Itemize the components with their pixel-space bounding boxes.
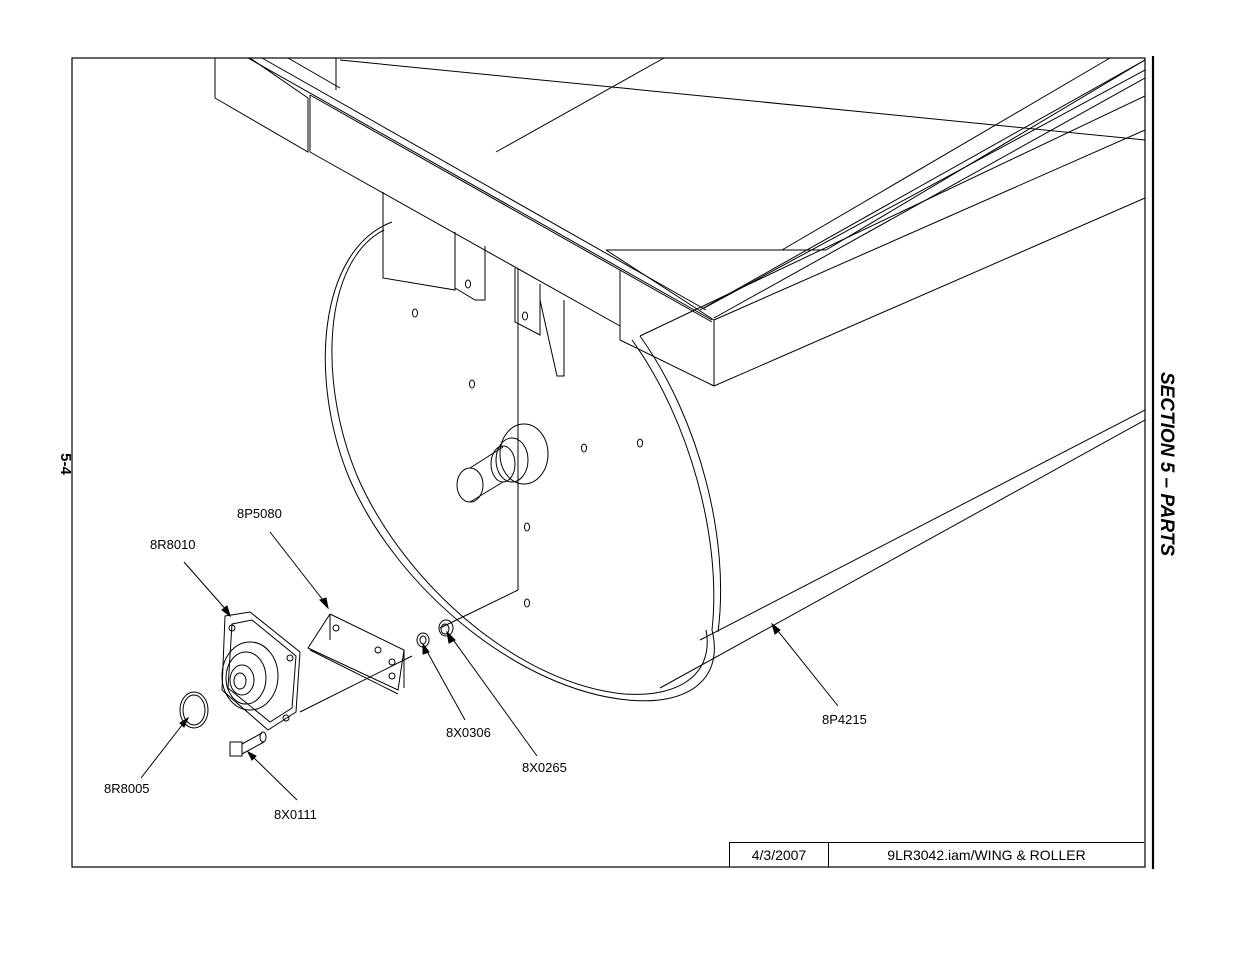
- bolt-8X0111: [229, 731, 267, 757]
- title-block-file: 9LR3042.iam/WING & ROLLER: [887, 847, 1086, 863]
- callout-8R8005: 8R8005: [104, 781, 150, 796]
- title-block: 4/3/2007 9LR3042.iam/WING & ROLLER: [729, 842, 1144, 867]
- callout-8X0306: 8X0306: [446, 725, 491, 740]
- hex-nut-8X0265: [438, 619, 454, 637]
- callout-8P4215: 8P4215: [822, 712, 867, 727]
- callout-8X0111: 8X0111: [274, 807, 317, 822]
- callout-8X0265: 8X0265: [522, 760, 567, 775]
- mount-angle-8P5080: [307, 613, 405, 695]
- bearing-flange-8R8010: [221, 611, 413, 731]
- callout-8P5080: 8P5080: [237, 506, 282, 521]
- title-block-date: 4/3/2007: [730, 843, 829, 867]
- callout-8R8010: 8R8010: [150, 537, 196, 552]
- drawing-border: [71, 56, 1155, 869]
- roller-drum: [324, 95, 1146, 702]
- wing-frame: [214, 57, 1146, 387]
- leader-lines: [140, 531, 839, 801]
- page-number: 5-4: [57, 453, 74, 475]
- snap-ring-8R8005: [179, 691, 209, 729]
- section-title: SECTION 5 – PARTS: [1156, 371, 1177, 557]
